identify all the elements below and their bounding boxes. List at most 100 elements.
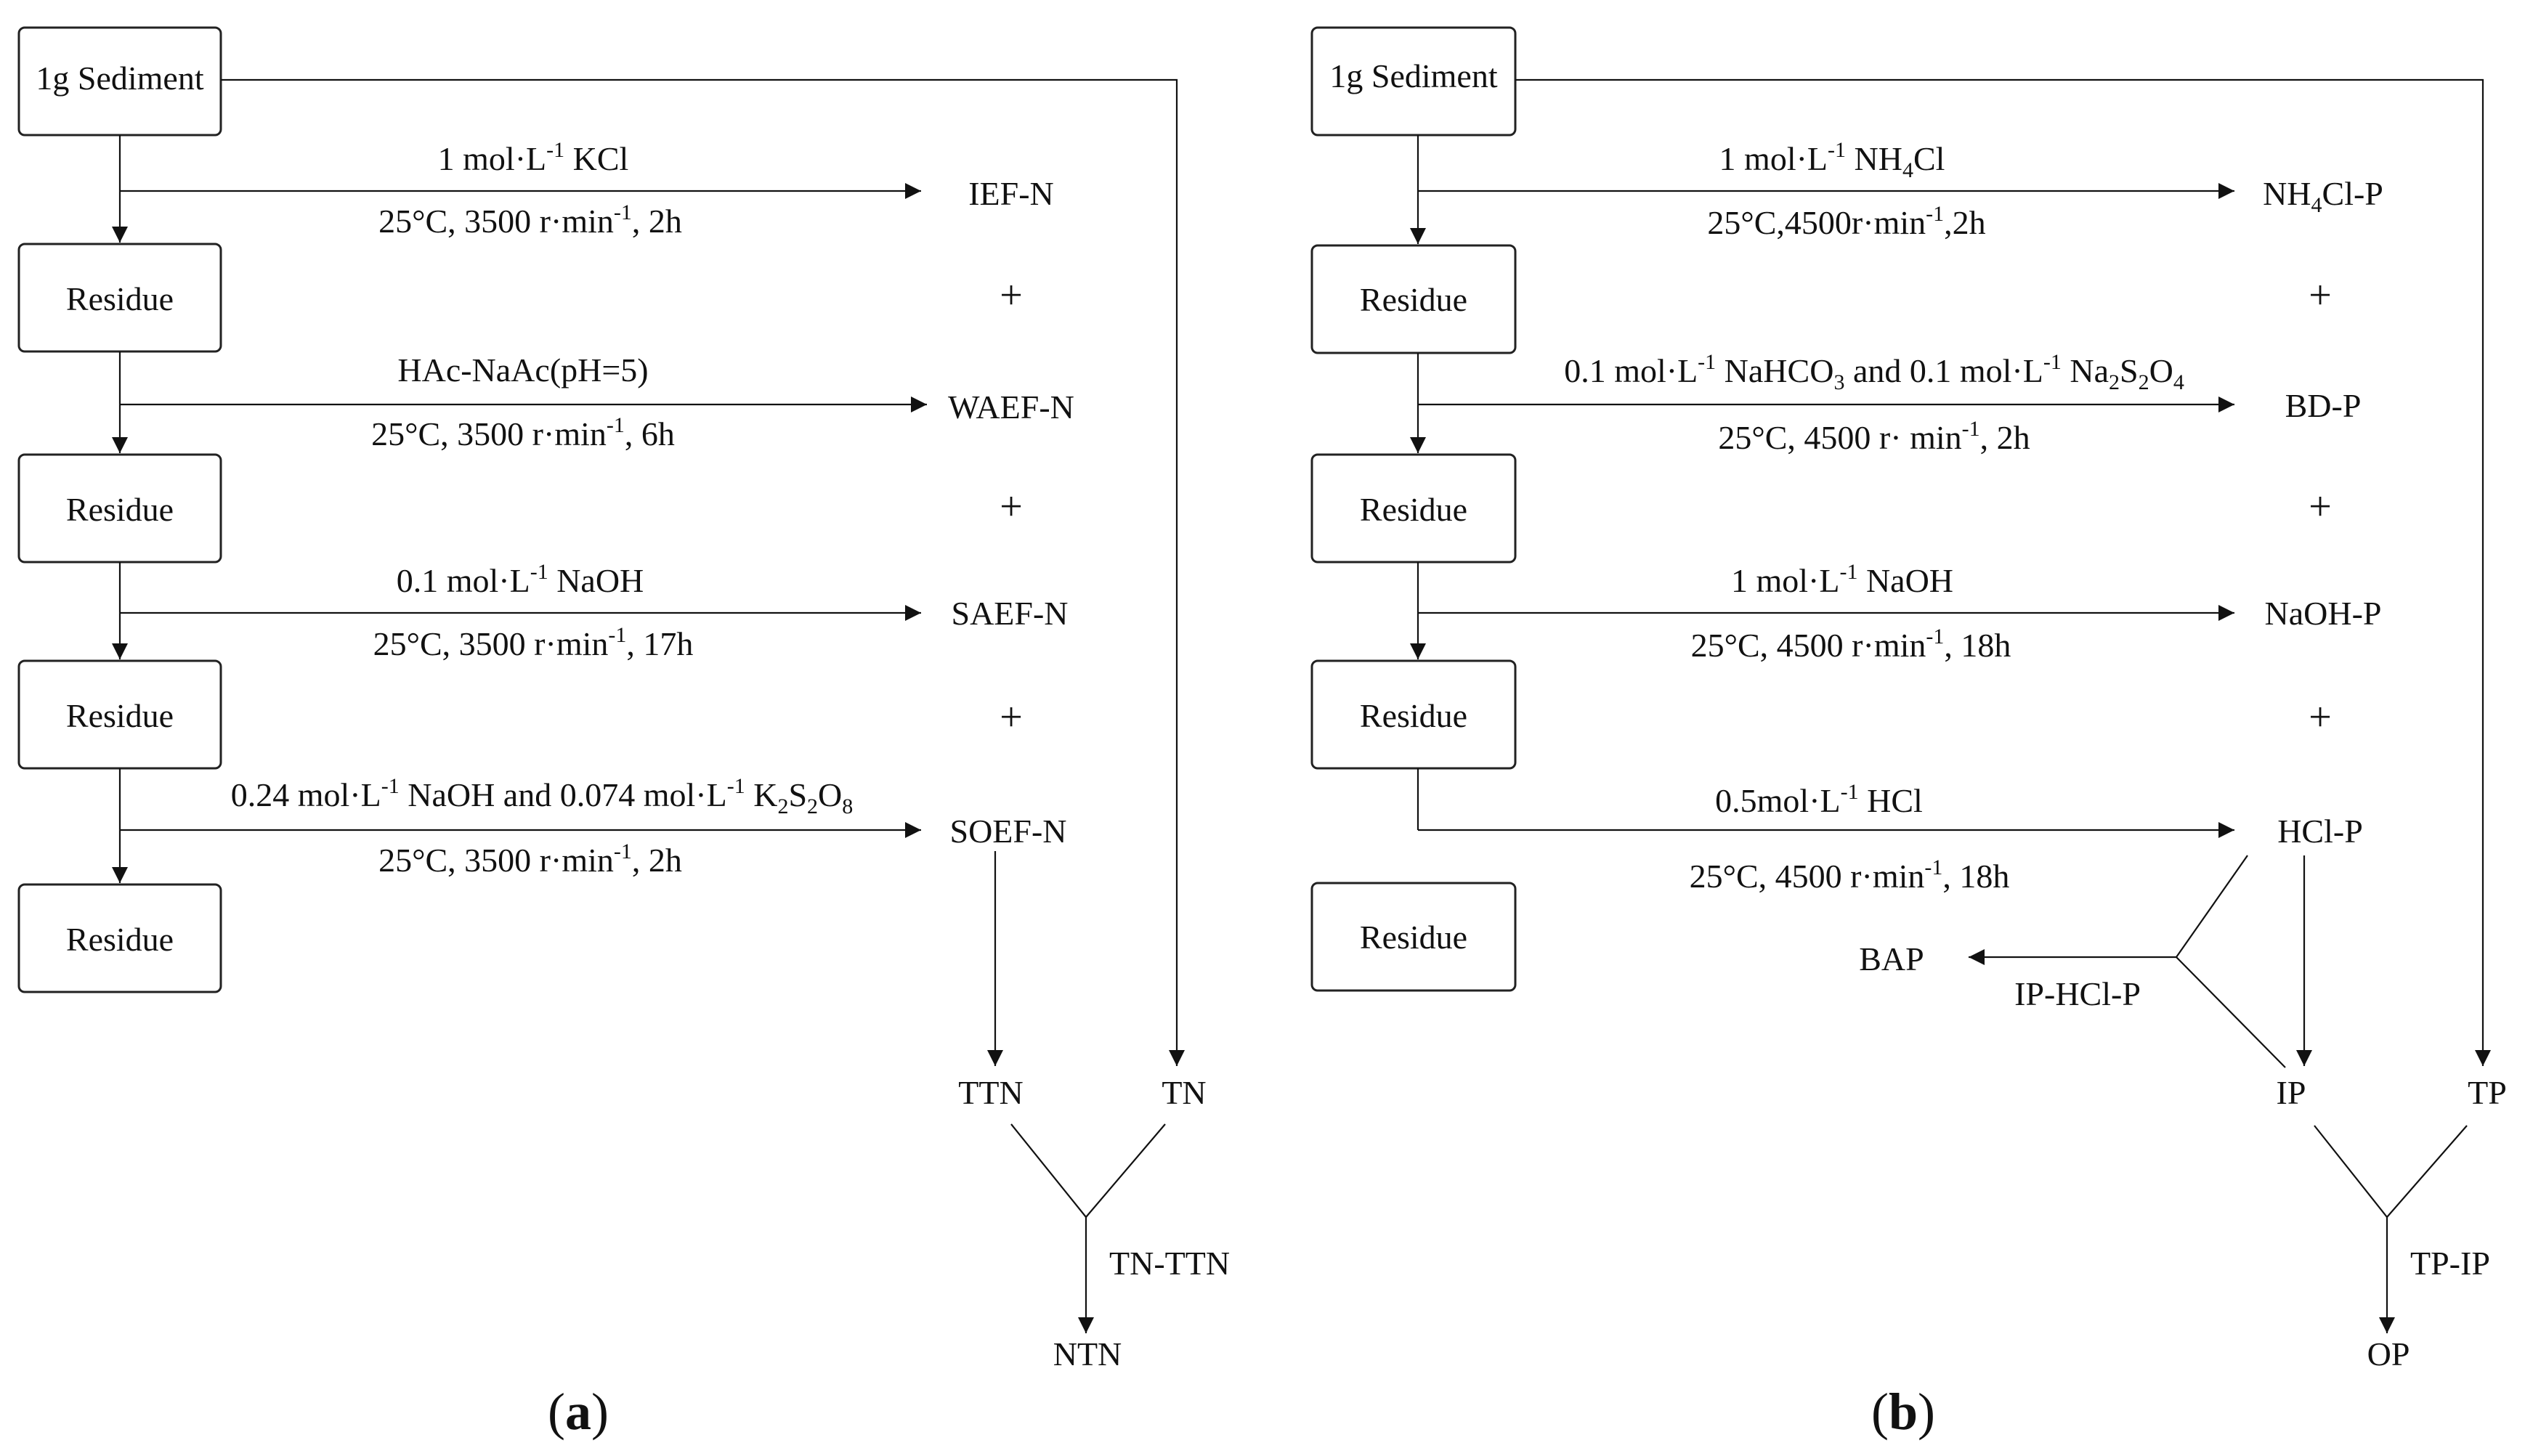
sediment-label-b: 1g Sediment	[1329, 57, 1497, 94]
text-segment: -1	[1926, 625, 1944, 648]
text-segment: Cl	[1913, 140, 1945, 177]
bap-label: BAP	[1859, 940, 1924, 977]
text-segment: -1	[530, 560, 548, 584]
reagent-a-2: HAc-NaAc(pH=5)	[397, 351, 648, 389]
text-segment: S	[2120, 352, 2139, 389]
text-segment: NaOH and 0.074 mol·L	[400, 776, 727, 813]
residue-label-a-4: Residue	[66, 921, 174, 958]
panel-b-caption: (b)	[1871, 1383, 1935, 1441]
residue-box-b-2	[1310, 453, 1517, 564]
text-segment: , 6h	[625, 415, 675, 452]
residue-label-b-4: Residue	[1360, 919, 1467, 956]
text-segment: -1	[381, 774, 400, 798]
condition-a-3: 25°C, 3500 r·min-1, 17h	[373, 623, 694, 662]
text-segment: HCl-P	[2277, 813, 2363, 850]
text-segment: 2	[2139, 370, 2149, 394]
text-segment: K	[745, 776, 778, 813]
text-segment: -1	[1926, 202, 1944, 226]
total-p-line	[1515, 78, 2491, 1066]
text-segment: O	[818, 776, 842, 813]
text-segment: NaHCO	[1716, 352, 1833, 389]
product-bd-p: BD-P	[2285, 387, 2362, 424]
text-segment: 1 mol·L	[1731, 562, 1839, 599]
plus-a-1: +	[1000, 273, 1023, 318]
product-naoh-p: NaOH-P	[2265, 595, 2382, 632]
residue-box-a-4	[17, 883, 222, 993]
panel-a-nitrogen: 1g Sediment Residue Residue Residue Resi…	[17, 26, 1230, 1441]
plus-a-3: +	[1000, 695, 1023, 740]
panel-a-caption: (a)	[548, 1383, 609, 1441]
tn-ttn-label: TN-TTN	[1109, 1245, 1230, 1282]
text-segment: -1	[1698, 350, 1716, 374]
reagent-b-4: 0.5mol·L-1 HCl	[1715, 780, 1923, 819]
text-segment: NaOH	[1857, 562, 1953, 599]
text-segment: -1	[1839, 560, 1857, 584]
text-segment: -1	[614, 200, 632, 224]
text-segment: 25°C, 4500 r·min	[1690, 858, 1925, 895]
text-segment: HCl	[1859, 782, 1923, 819]
text-segment: 2	[807, 794, 818, 818]
text-segment: , 2h	[1980, 419, 2030, 456]
residue-label-a-1: Residue	[66, 280, 174, 317]
branch-to-ip-line	[2176, 956, 2286, 1068]
product-saef-n: SAEF-N	[951, 595, 1068, 632]
tp-label: TP	[2468, 1074, 2507, 1111]
text-segment: , 17h	[626, 625, 693, 662]
text-segment: -1	[1962, 417, 1980, 441]
hcl-branch-line	[2176, 855, 2248, 958]
text-segment: , 18h	[1944, 627, 2011, 664]
residue-label-b-2: Residue	[1360, 491, 1467, 528]
sediment-box-b	[1310, 26, 1517, 137]
text-segment: 1 mol·L	[1719, 140, 1828, 177]
tp-ip-label: TP-IP	[2410, 1245, 2490, 1282]
residue-label-b-3: Residue	[1360, 697, 1467, 734]
reagent-b-1: 1 mol·L-1 NH4Cl	[1719, 138, 1945, 182]
product-soef-n: SOEF-N	[949, 813, 1066, 850]
text-segment: 25°C, 3500 r·min	[371, 415, 607, 452]
residue-label-b-1: Residue	[1360, 281, 1467, 318]
reagent-a-3: 0.1 mol·L-1 NaOH	[397, 560, 644, 599]
text-segment: 2	[777, 794, 788, 818]
text-segment: 0.1 mol·L	[397, 562, 530, 599]
text-segment: NaOH	[548, 562, 644, 599]
text-segment: -1	[727, 774, 745, 798]
ttn-label: TTN	[958, 1074, 1023, 1111]
product-ief-n: IEF-N	[968, 175, 1054, 212]
text-segment: 4	[2311, 193, 2322, 217]
residue-box-b-4	[1310, 882, 1517, 992]
total-n-line	[221, 78, 1185, 1066]
plus-b-1: +	[2309, 273, 2332, 318]
text-segment: 25°C, 4500 r· min	[1718, 419, 1961, 456]
text-segment: 8	[842, 794, 853, 818]
plus-a-2: +	[1000, 484, 1023, 529]
text-segment: KCl	[564, 140, 628, 177]
text-segment: and 0.1 mol·L	[1844, 352, 2043, 389]
text-segment: , 18h	[1942, 858, 2009, 895]
panel-b-phosphorus: 1g Sediment Residue Residue Residue Resi…	[1310, 26, 2507, 1441]
reagent-a-4: 0.24 mol·L-1 NaOH and 0.074 mol·L-1 K2S2…	[231, 774, 854, 818]
reagent-b-3: 1 mol·L-1 NaOH	[1731, 560, 1953, 599]
text-segment: BD-P	[2285, 387, 2362, 424]
text-segment: HAc-NaAc(pH=5)	[397, 351, 648, 389]
product-nh4cl-p: NH4Cl-P	[2263, 175, 2383, 217]
text-segment: 25°C,4500r·min	[1707, 204, 1926, 241]
text-segment: S	[788, 776, 807, 813]
text-segment: 0.1 mol·L	[1564, 352, 1698, 389]
text-segment: -1	[2043, 350, 2062, 374]
sediment-label-a: 1g Sediment	[36, 60, 203, 97]
text-segment: 25°C, 3500 r·min	[378, 203, 614, 240]
product-waef-n: WAEF-N	[948, 389, 1074, 426]
merge-lines-b	[2314, 1125, 2468, 1219]
condition-a-4: 25°C, 3500 r·min-1, 2h	[378, 839, 682, 879]
text-segment: NaOH-P	[2265, 595, 2382, 632]
text-segment: Cl-P	[2322, 175, 2383, 212]
text-segment: -1	[546, 138, 564, 162]
text-segment: Na	[2062, 352, 2109, 389]
product-hcl-p: HCl-P	[2277, 813, 2363, 850]
text-segment: , 2h	[632, 842, 682, 879]
plus-b-3: +	[2309, 695, 2332, 740]
text-segment: O	[2149, 352, 2173, 389]
merge-lines-a	[1010, 1123, 1166, 1219]
text-segment: 25°C, 3500 r·min	[378, 842, 614, 879]
text-segment: -1	[1841, 780, 1859, 804]
